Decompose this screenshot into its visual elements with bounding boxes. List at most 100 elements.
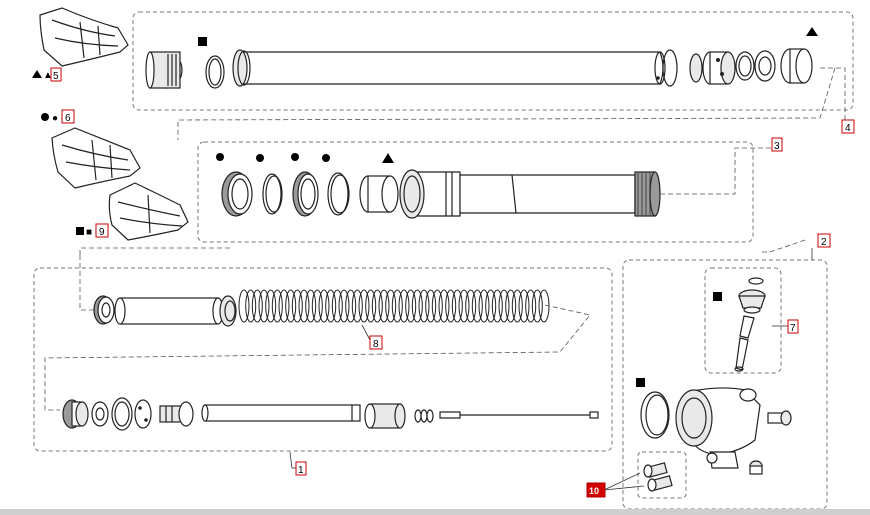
- square-marker-icon: [636, 378, 645, 387]
- spring-coil: [525, 289, 537, 323]
- inner-tube: [399, 169, 661, 219]
- svg-text:4: 4: [845, 123, 851, 134]
- spring-coil: [458, 289, 470, 323]
- spring-coil: [351, 289, 363, 323]
- pinch-bolts: [637, 451, 687, 499]
- spring-coil: [498, 289, 510, 323]
- spring-coil: [531, 289, 543, 323]
- top-cap: [145, 51, 183, 89]
- spring-coil: [345, 289, 357, 323]
- spring-coil: [405, 289, 417, 323]
- callout-1[interactable]: 1: [295, 461, 307, 476]
- callout-2[interactable]: 2: [817, 233, 831, 248]
- svg-text:2: 2: [821, 237, 827, 248]
- spring-coil: [478, 289, 490, 323]
- bottom-scrollbar[interactable]: [0, 509, 870, 515]
- callout-7[interactable]: 7: [787, 319, 799, 334]
- spring-coil: [358, 289, 370, 323]
- group-box-3: [197, 141, 754, 243]
- spring-coil: [298, 289, 310, 323]
- circle-marker-icon: [256, 154, 264, 162]
- svg-text:7: 7: [790, 323, 796, 334]
- callout-4[interactable]: 4: [841, 119, 855, 134]
- spring-coil: [411, 289, 423, 323]
- outer-tube: [232, 49, 678, 87]
- callout-8[interactable]: 8: [369, 335, 383, 350]
- main-spring: [238, 289, 550, 323]
- spring-coil: [398, 289, 410, 323]
- top-bushing: [780, 27, 818, 84]
- spring-coil: [511, 289, 523, 323]
- spring-coil: [471, 289, 483, 323]
- spring-coil: [331, 289, 343, 323]
- spring-coil: [391, 289, 403, 323]
- circle-marker-icon: [41, 113, 49, 121]
- square-marker-icon: [713, 292, 722, 301]
- svg-text:10: 10: [589, 486, 599, 496]
- seal-kit-bag-icon: [51, 127, 141, 189]
- drain-screw: [749, 460, 763, 475]
- spring-coil: [271, 289, 283, 323]
- svg-text:● =: ● =: [52, 113, 67, 124]
- circle-marker-icon: [291, 153, 299, 161]
- circle-marker-icon: [322, 154, 330, 162]
- spring-coil: [505, 289, 517, 323]
- spring-coil: [451, 289, 463, 323]
- spring-coil: [311, 289, 323, 323]
- spring-coil: [431, 289, 443, 323]
- spring-coil: [418, 289, 430, 323]
- group-box-1: [33, 267, 613, 452]
- spring-assembly: [93, 295, 237, 327]
- seal-kit-bag-icon: [39, 7, 129, 67]
- spring-coil: [318, 289, 330, 323]
- adjuster-stack: [689, 50, 776, 85]
- spring-coil: [465, 289, 477, 323]
- svg-text:9: 9: [99, 227, 105, 238]
- kit-bag-9: [108, 182, 189, 241]
- damper-rod-assembly: [62, 397, 599, 431]
- spring-coil: [245, 289, 257, 323]
- callout-9[interactable]: 9: [95, 223, 109, 238]
- legend-square: ■ =: [76, 227, 101, 238]
- circle-marker-icon: [216, 153, 224, 161]
- callout-3[interactable]: 3: [771, 137, 783, 152]
- spring-coil: [278, 289, 290, 323]
- spring-coil: [265, 289, 277, 323]
- spring-coil: [305, 289, 317, 323]
- callout-5[interactable]: 5: [50, 67, 62, 82]
- spring-coil: [425, 289, 437, 323]
- seal-stack: [216, 153, 399, 217]
- svg-text:6: 6: [65, 113, 71, 124]
- spring-coil: [285, 289, 297, 323]
- spring-coil: [445, 289, 457, 323]
- spring-coil: [491, 289, 503, 323]
- svg-text:3: 3: [774, 141, 780, 152]
- svg-text:8: 8: [373, 339, 379, 350]
- spring-coil: [251, 289, 263, 323]
- o-ring-top: [198, 37, 225, 89]
- spring-coil: [538, 289, 550, 323]
- spring-coil: [518, 289, 530, 323]
- spring-coil: [258, 289, 270, 323]
- spring-coil: [371, 289, 383, 323]
- spring-coil: [438, 289, 450, 323]
- group-box-7: [704, 267, 782, 374]
- square-marker-icon: [76, 227, 84, 235]
- spring-coil: [291, 289, 303, 323]
- legend-circle: ● =: [41, 113, 67, 124]
- callout-10[interactable]: 10: [586, 482, 606, 498]
- svg-text:5: 5: [53, 71, 59, 82]
- kit-bag-5: [39, 7, 129, 67]
- triangle-marker-icon: [382, 153, 394, 163]
- spring-coil: [378, 289, 390, 323]
- callout-6[interactable]: 6: [61, 109, 75, 124]
- triangle-marker-icon: [32, 70, 42, 78]
- spring-coil: [365, 289, 377, 323]
- spring-coil: [338, 289, 350, 323]
- spring-coil: [238, 289, 250, 323]
- fork-foot: [636, 378, 761, 469]
- square-marker-icon: [198, 37, 207, 46]
- group-box-4: [132, 11, 854, 111]
- svg-text:■ =: ■ =: [86, 227, 101, 238]
